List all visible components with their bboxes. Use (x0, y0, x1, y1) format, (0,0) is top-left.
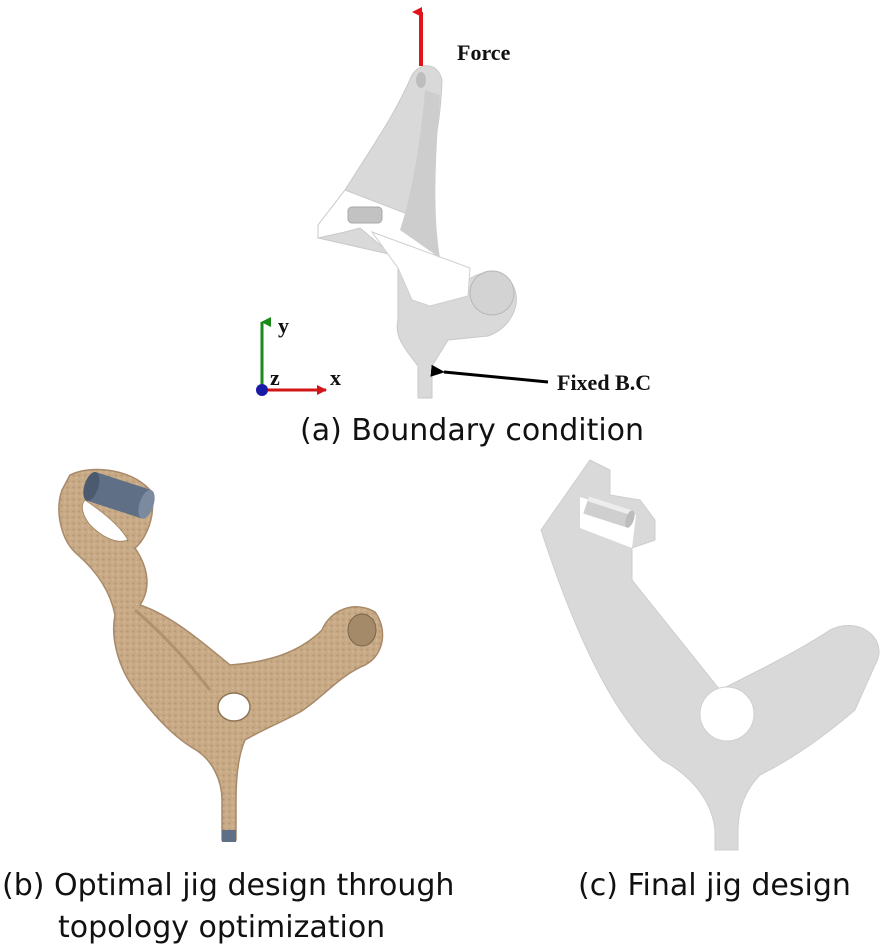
z-axis-dot (256, 384, 268, 396)
topology-shape (58, 468, 384, 841)
topology-hole (217, 692, 251, 722)
final-hole (699, 686, 755, 742)
coordinate-triad: y x z (256, 313, 341, 396)
final-jig-shape (540, 459, 880, 851)
caption-a: (a) Boundary condition (300, 413, 645, 448)
arm-shading-a (400, 90, 440, 258)
topology-boss-rim (347, 613, 377, 647)
jig-cutout-a (370, 230, 471, 307)
x-axis-label: x (330, 365, 341, 390)
force-label: Force (457, 40, 511, 65)
top-hole-a (416, 72, 426, 88)
panel-c-final-design (540, 459, 880, 851)
pivot-boss-a (469, 270, 515, 316)
topology-fixed-stub (222, 830, 236, 842)
caption-b-line1: (b) Optimal jig design through (2, 868, 455, 903)
y-axis-label: y (278, 313, 289, 338)
fixed-bc-arrow (430, 364, 549, 384)
caption-c: (c) Final jig design (578, 868, 851, 903)
topology-ridge (134, 608, 212, 691)
panel-a-boundary-condition: Force Fixed B.C y x z (256, 7, 651, 399)
panel-b-topology (58, 468, 384, 842)
roller-a (347, 206, 383, 224)
final-roller (583, 496, 635, 528)
topology-upper-opening (81, 499, 129, 542)
fixed-bc-label: Fixed B.C (557, 370, 651, 395)
topology-cylinder (83, 471, 155, 519)
caption-b-line2: topology optimization (58, 910, 386, 945)
z-axis-label: z (270, 365, 280, 390)
